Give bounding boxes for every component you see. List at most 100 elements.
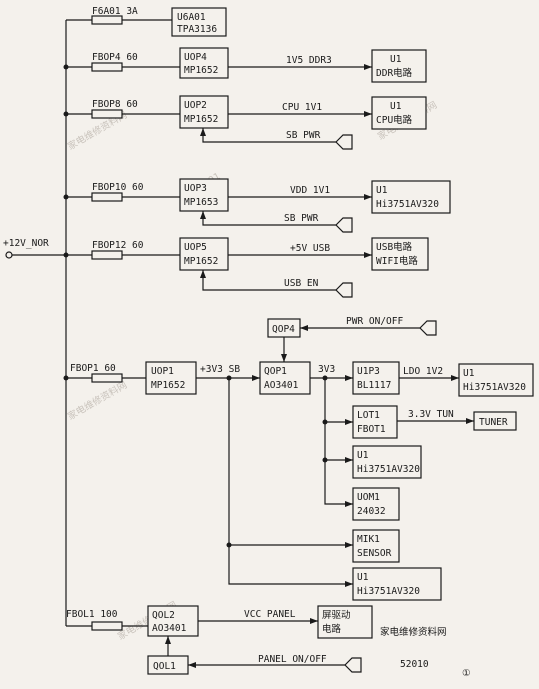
svg-text:Hi3751AV320: Hi3751AV320: [357, 586, 420, 597]
net-label: SB PWR: [284, 213, 319, 224]
svg-text:屏驱动: 屏驱动: [322, 610, 351, 621]
net-label: +3V3 SB: [200, 364, 240, 375]
net-label: CPU 1V1: [282, 102, 322, 113]
fuse-label: FBOP12 60: [92, 240, 144, 251]
chip-mik1: MIK1 SENSOR: [352, 529, 400, 563]
svg-text:MIK1: MIK1: [357, 534, 380, 545]
svg-text:Hi3751AV320: Hi3751AV320: [376, 199, 439, 210]
svg-text:UOP4: UOP4: [184, 52, 207, 63]
fuse-label: FBOL1 100: [66, 609, 118, 620]
svg-text:U1: U1: [376, 185, 388, 196]
chip-qol2: QOL2 AO3401: [147, 605, 199, 637]
fuse-label: FBOP4 60: [92, 52, 138, 63]
net-label: PANEL ON/OFF: [258, 654, 327, 665]
svg-text:MP1652: MP1652: [151, 380, 185, 391]
chip-uop2: UOP2 MP1652: [179, 95, 229, 129]
svg-text:MP1652: MP1652: [184, 65, 218, 76]
svg-text:U1P3: U1P3: [357, 366, 380, 377]
svg-text:AO3401: AO3401: [152, 623, 187, 634]
svg-text:UOP1: UOP1: [151, 366, 174, 377]
load-vdd: U1 Hi3751AV320: [371, 180, 451, 214]
net-label: 3V3: [318, 364, 335, 375]
svg-text:U1: U1: [357, 450, 369, 461]
svg-text:MP1652: MP1652: [184, 114, 218, 125]
svg-text:LOT1: LOT1: [357, 410, 380, 421]
watermark-text: 家电维修资料网: [66, 379, 130, 423]
port-tag: [335, 134, 353, 150]
port-tag: [335, 217, 353, 233]
chip-uop3: UOP3 MP1653: [179, 178, 229, 212]
svg-text:MP1652: MP1652: [184, 256, 218, 267]
svg-text:电路: 电路: [322, 623, 342, 635]
fuses: [66, 15, 180, 631]
net-label: VDD 1V1: [290, 185, 330, 196]
fuse-label: FBOP10 60: [92, 182, 144, 193]
svg-text:QOL2: QOL2: [152, 610, 175, 621]
net-label: USB EN: [284, 278, 319, 289]
svg-text:U1: U1: [390, 101, 402, 112]
load-usb: USB电路 WIFI电路: [371, 237, 429, 271]
net-label: +5V USB: [290, 243, 330, 254]
svg-text:U1: U1: [463, 368, 475, 379]
figure-number: ①: [462, 668, 471, 679]
svg-text:WIFI电路: WIFI电路: [376, 255, 418, 267]
chip-qop1: QOP1 AO3401: [259, 361, 311, 395]
load-ldo: U1 Hi3751AV320: [458, 363, 534, 397]
fuse-label: FBOP1 60: [70, 363, 116, 374]
output-wires: [165, 64, 474, 673]
chip-u1p3: U1P3 BL1117: [352, 361, 400, 395]
input-label: +12V_NOR: [3, 238, 49, 249]
load-tuner: TUNER: [473, 411, 517, 431]
svg-text:AO3401: AO3401: [264, 380, 299, 391]
watermark-site: 家电维修资料网: [380, 626, 447, 638]
svg-text:UOP2: UOP2: [184, 100, 207, 111]
svg-text:TPA3136: TPA3136: [177, 24, 217, 35]
chip-qop4: QOP4: [267, 318, 301, 338]
svg-text:UOP5: UOP5: [184, 242, 207, 253]
svg-text:QOP1: QOP1: [264, 366, 287, 377]
watermark-url: 52010: [400, 659, 429, 670]
rails: [5, 20, 67, 626]
net-label: SB PWR: [286, 130, 321, 141]
load-cpu: U1 CPU电路: [371, 96, 427, 130]
svg-text:24032: 24032: [357, 506, 386, 517]
chip-uop5: UOP5 MP1652: [179, 237, 229, 271]
chip-u1-b: U1 Hi3751AV320: [352, 567, 442, 601]
svg-text:CPU电路: CPU电路: [376, 114, 413, 126]
chip-uom1: UOM1 24032: [352, 487, 400, 521]
port-tag: [419, 320, 437, 336]
chip-uop1: UOP1 MP1652: [145, 361, 197, 395]
fuse-label: FBOP8 60: [92, 99, 138, 110]
fuse-label: F6A01 3A: [92, 6, 138, 17]
svg-text:QOP4: QOP4: [272, 324, 295, 335]
svg-text:FBOT1: FBOT1: [357, 424, 386, 435]
net-label: 3.3V TUN: [408, 409, 454, 420]
svg-text:U1: U1: [357, 572, 369, 583]
load-panel: 屏驱动 电路: [317, 605, 373, 639]
svg-text:USB电路: USB电路: [376, 241, 413, 253]
chip-u1-a: U1 Hi3751AV320: [352, 445, 422, 479]
svg-text:TUNER: TUNER: [479, 417, 508, 428]
load-ddr: U1 DDR电路: [371, 49, 427, 83]
port-tag: [335, 282, 353, 298]
svg-text:U6A01: U6A01: [177, 12, 206, 23]
chip-lot1: LOT1 FBOT1: [352, 405, 398, 439]
svg-text:U1: U1: [390, 54, 402, 65]
svg-text:Hi3751AV320: Hi3751AV320: [463, 382, 526, 393]
svg-text:DDR电路: DDR电路: [376, 67, 413, 79]
input-terminal: [5, 251, 13, 259]
chip-qol1: QOL1: [147, 655, 189, 675]
svg-text:Hi3751AV320: Hi3751AV320: [357, 464, 420, 475]
port-tag: [344, 657, 362, 673]
svg-text:MP1653: MP1653: [184, 197, 218, 208]
svg-text:SENSOR: SENSOR: [357, 548, 392, 559]
svg-text:UOP3: UOP3: [184, 183, 207, 194]
svg-text:QOL1: QOL1: [153, 661, 176, 672]
net-label: PWR ON/OFF: [346, 316, 403, 327]
svg-text:BL1117: BL1117: [357, 380, 391, 391]
svg-text:UOM1: UOM1: [357, 492, 380, 503]
net-label: 1V5 DDR3: [286, 55, 332, 66]
chip-u6a01: U6A01 TPA3136: [171, 7, 227, 37]
net-label: VCC PANEL: [244, 609, 296, 620]
